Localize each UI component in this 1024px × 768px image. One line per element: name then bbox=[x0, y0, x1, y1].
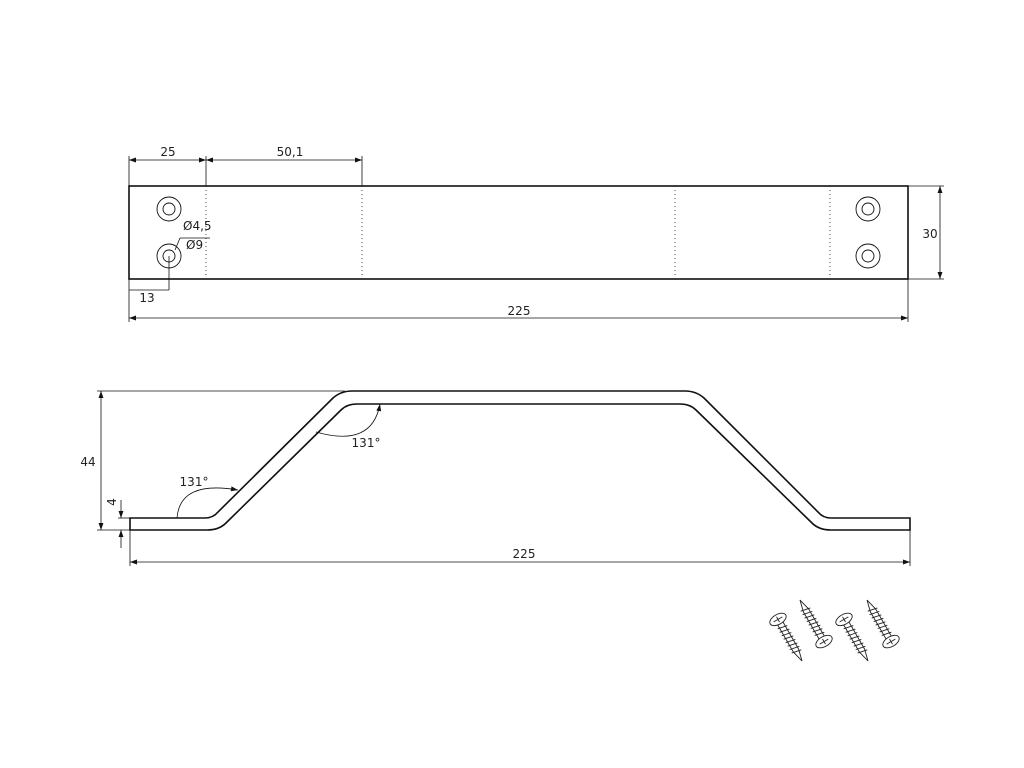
screw-icon bbox=[835, 612, 869, 662]
mounting-hole bbox=[855, 196, 881, 222]
dim-hole-inner: Ø4,5 bbox=[183, 219, 212, 233]
dim-side-length: 225 bbox=[513, 547, 536, 561]
mounting-hole bbox=[156, 196, 182, 222]
dim-height: 30 bbox=[922, 227, 937, 241]
dim-hole-offset: 25 bbox=[160, 145, 175, 159]
angle-arc-left bbox=[176, 486, 239, 519]
screw-icon bbox=[866, 599, 900, 649]
dim-thickness: 4 bbox=[105, 498, 119, 506]
screw-icon bbox=[769, 612, 803, 662]
angle-left: 131° bbox=[180, 475, 209, 489]
dim-hole-spacing: 50,1 bbox=[277, 145, 304, 159]
dim-total-length: 225 bbox=[508, 304, 531, 318]
angle-arc-right bbox=[315, 403, 382, 437]
handle-profile bbox=[129, 390, 911, 531]
dim-side-height: 44 bbox=[80, 455, 95, 469]
top-view: 25 50,1 30 225 13 Ø4,5 Ø9 bbox=[128, 145, 944, 322]
dim-edge-offset: 13 bbox=[139, 291, 154, 305]
screws-group bbox=[769, 599, 900, 662]
dim-hole-outer: Ø9 bbox=[186, 238, 203, 252]
side-view: 44 4 131° 131° 225 bbox=[80, 390, 911, 566]
plate-outline bbox=[128, 185, 909, 280]
screw-icon bbox=[799, 599, 833, 649]
mounting-hole bbox=[855, 243, 881, 269]
angle-right: 131° bbox=[352, 436, 381, 450]
